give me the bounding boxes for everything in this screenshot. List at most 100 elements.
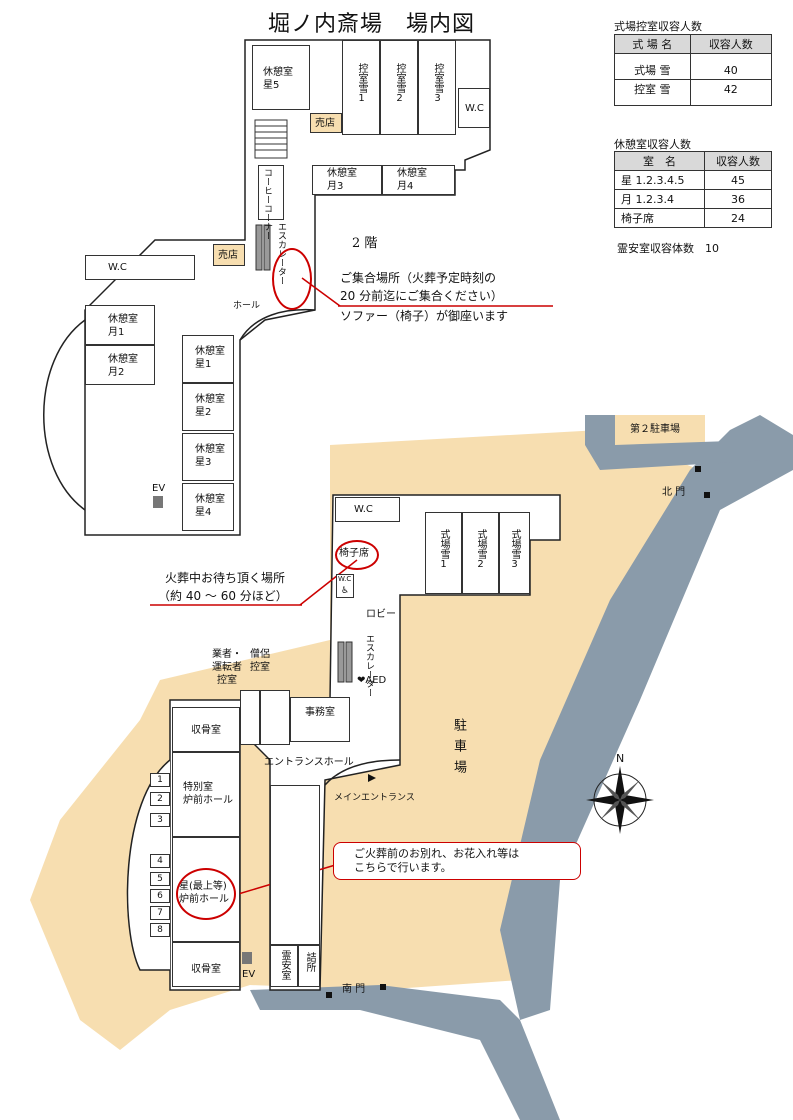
ev-2f: EV: [150, 482, 170, 512]
room-reian: 霊安室: [270, 945, 298, 987]
lobby-label: ロビー: [366, 609, 396, 620]
floor2-curved-wall: [43, 319, 86, 511]
accessible-icon: ♿: [341, 586, 350, 596]
road-right: [500, 415, 793, 1020]
room-baiten-top: 売店: [310, 113, 342, 133]
table1-header: 収容人数: [689, 34, 773, 54]
room-kyukei-tsuki3: 休憩室 月3: [312, 165, 382, 195]
furnace-number: 2: [150, 792, 170, 806]
table-cell: 40: [689, 53, 773, 80]
ev-1f: EV: [240, 950, 262, 985]
room-gyosha: [240, 690, 260, 745]
entrance-hall-label: エントランスホール: [264, 757, 354, 768]
heart-icon: ❤: [357, 675, 366, 686]
soryo-label: 僧侶 控室: [250, 649, 270, 673]
callout-farewell-line2: こちらで行います。: [354, 861, 452, 874]
table2-header: 室 名: [614, 151, 705, 171]
escalator-1f-icon: [337, 641, 353, 683]
ev-1f-icon: [242, 952, 252, 964]
room-kyukei-tsuki4: 休憩室 月4: [382, 165, 455, 195]
room-shikijo-yuki3: 式場雪3: [499, 512, 530, 594]
table-cell: 式場 雪: [614, 53, 691, 80]
callout-farewell: ご火葬前のお別れ、お花入れ等は こちらで行います。: [333, 842, 581, 880]
room-jimushitsu: 事務室: [290, 697, 350, 742]
entrance-arrow-icon: [368, 774, 376, 782]
table-cell: 24: [703, 208, 773, 228]
gyosha-label: 業者・ 運転者 控室: [212, 649, 242, 686]
gathering-place-marker: [272, 248, 312, 310]
room-kyukei-hoshi1: 休憩室 星1: [182, 335, 234, 383]
escalator-2f-icon: [255, 224, 271, 271]
table-cell: 42: [689, 79, 773, 106]
furnace-number: 5: [150, 872, 170, 886]
room-tsume: 詰所: [298, 945, 320, 987]
callout-farewell-line1: ご火葬前のお別れ、お花入れ等は: [354, 847, 520, 860]
room-baiten-mid: 売店: [213, 244, 245, 266]
furnace-number: 8: [150, 923, 170, 937]
table-cell: 星 1.2.3.4.5: [614, 170, 705, 190]
table-cell: 36: [703, 189, 773, 209]
north-gate-post-1: [695, 466, 701, 472]
north-gate-label: 北 門: [662, 487, 686, 498]
north-gate-post-2: [704, 492, 710, 498]
room-kyukei-tsuki1: 休憩室 月1: [85, 305, 155, 345]
room-shukotsu-bottom: 収骨室: [172, 942, 240, 987]
table1-header: 式 場 名: [614, 34, 691, 54]
room-kyukei-hoshi4: 休憩室 星4: [182, 483, 234, 531]
page-title: 堀ノ内斎場 場内図: [268, 12, 476, 37]
table-cell: 45: [703, 170, 773, 190]
table2-header: 収容人数: [703, 151, 773, 171]
furnace-number: 6: [150, 889, 170, 903]
aed-marker: ❤AED: [357, 675, 387, 686]
room-wc-1f: W.C: [335, 497, 400, 522]
room-hikae-yuki1: 控室雪1: [342, 40, 380, 135]
entrance-arc-1f: [324, 759, 401, 786]
floor2-label: 2 階: [352, 236, 378, 251]
table-cell: 椅子席: [614, 208, 705, 228]
table2-caption: 休憩室収容人数: [614, 138, 691, 151]
room-shukotsu-top: 収骨室: [172, 707, 240, 752]
callout-waiting-line1: 火葬中お待ち頂く場所: [165, 571, 286, 585]
table1-caption: 式場控室収容人数: [614, 20, 702, 33]
furnace-number: 1: [150, 773, 170, 787]
stairs-2f: [254, 119, 288, 159]
callout-gathering-line1: ご集合場所（火葬予定時刻の: [340, 271, 497, 285]
room-shikijo-yuki1: 式場雪1: [425, 512, 462, 594]
furnace-number: 3: [150, 813, 170, 827]
room-kyukei-tsuki2: 休憩室 月2: [85, 345, 155, 385]
waiting-place-marker: [335, 540, 379, 570]
farewell-place-marker: [176, 868, 236, 920]
ev-2f-icon: [153, 496, 163, 508]
second-parking-area: [610, 415, 705, 445]
room-hikae-yuki2: 控室雪2: [380, 40, 418, 135]
room-soryo: [260, 690, 290, 745]
hall-curve-2f: [239, 308, 316, 341]
reian-capacity: 霊安室収容体数 10: [617, 242, 719, 255]
room-kyukei-hoshi2: 休憩室 星2: [182, 383, 234, 431]
callout-gathering-line3: ソファー（椅子）が御座います: [340, 309, 509, 323]
room-tokubetsu: 特別室 炉前ホール: [172, 752, 240, 837]
parking2-label: 第２駐車場: [630, 424, 680, 435]
room-hikae-yuki3: 控室雪3: [418, 40, 456, 135]
room-wc-mid: W.C: [85, 255, 195, 280]
room-shikijo-yuki2: 式場雪2: [462, 512, 499, 594]
north-mark: N: [616, 752, 625, 765]
south-gate-post-2: [380, 984, 386, 990]
room-wc-small: W.C♿: [336, 574, 354, 598]
furnace-number: 7: [150, 906, 170, 920]
compass-rose-icon: [586, 766, 654, 834]
coffee-corner: コーヒーコーナー: [258, 165, 284, 240]
callout-waiting-line2: （約 40 ～ 60 分ほど）: [158, 589, 288, 603]
callout-gathering-line2: 20 分前迄にご集合ください）: [340, 289, 503, 303]
hall-label-2f: ホール: [233, 301, 261, 311]
room-kyukei-hoshi5: 休憩室 星5: [252, 45, 310, 110]
road-bottom: [250, 985, 560, 1120]
escalator-label-1f: エスカレーター: [364, 634, 374, 697]
furnace-number: 4: [150, 854, 170, 868]
parking-label: 駐車場: [451, 718, 466, 781]
table-cell: 控室 雪: [614, 79, 691, 106]
road-top: [585, 415, 770, 470]
room-kyukei-hoshi3: 休憩室 星3: [182, 433, 234, 481]
